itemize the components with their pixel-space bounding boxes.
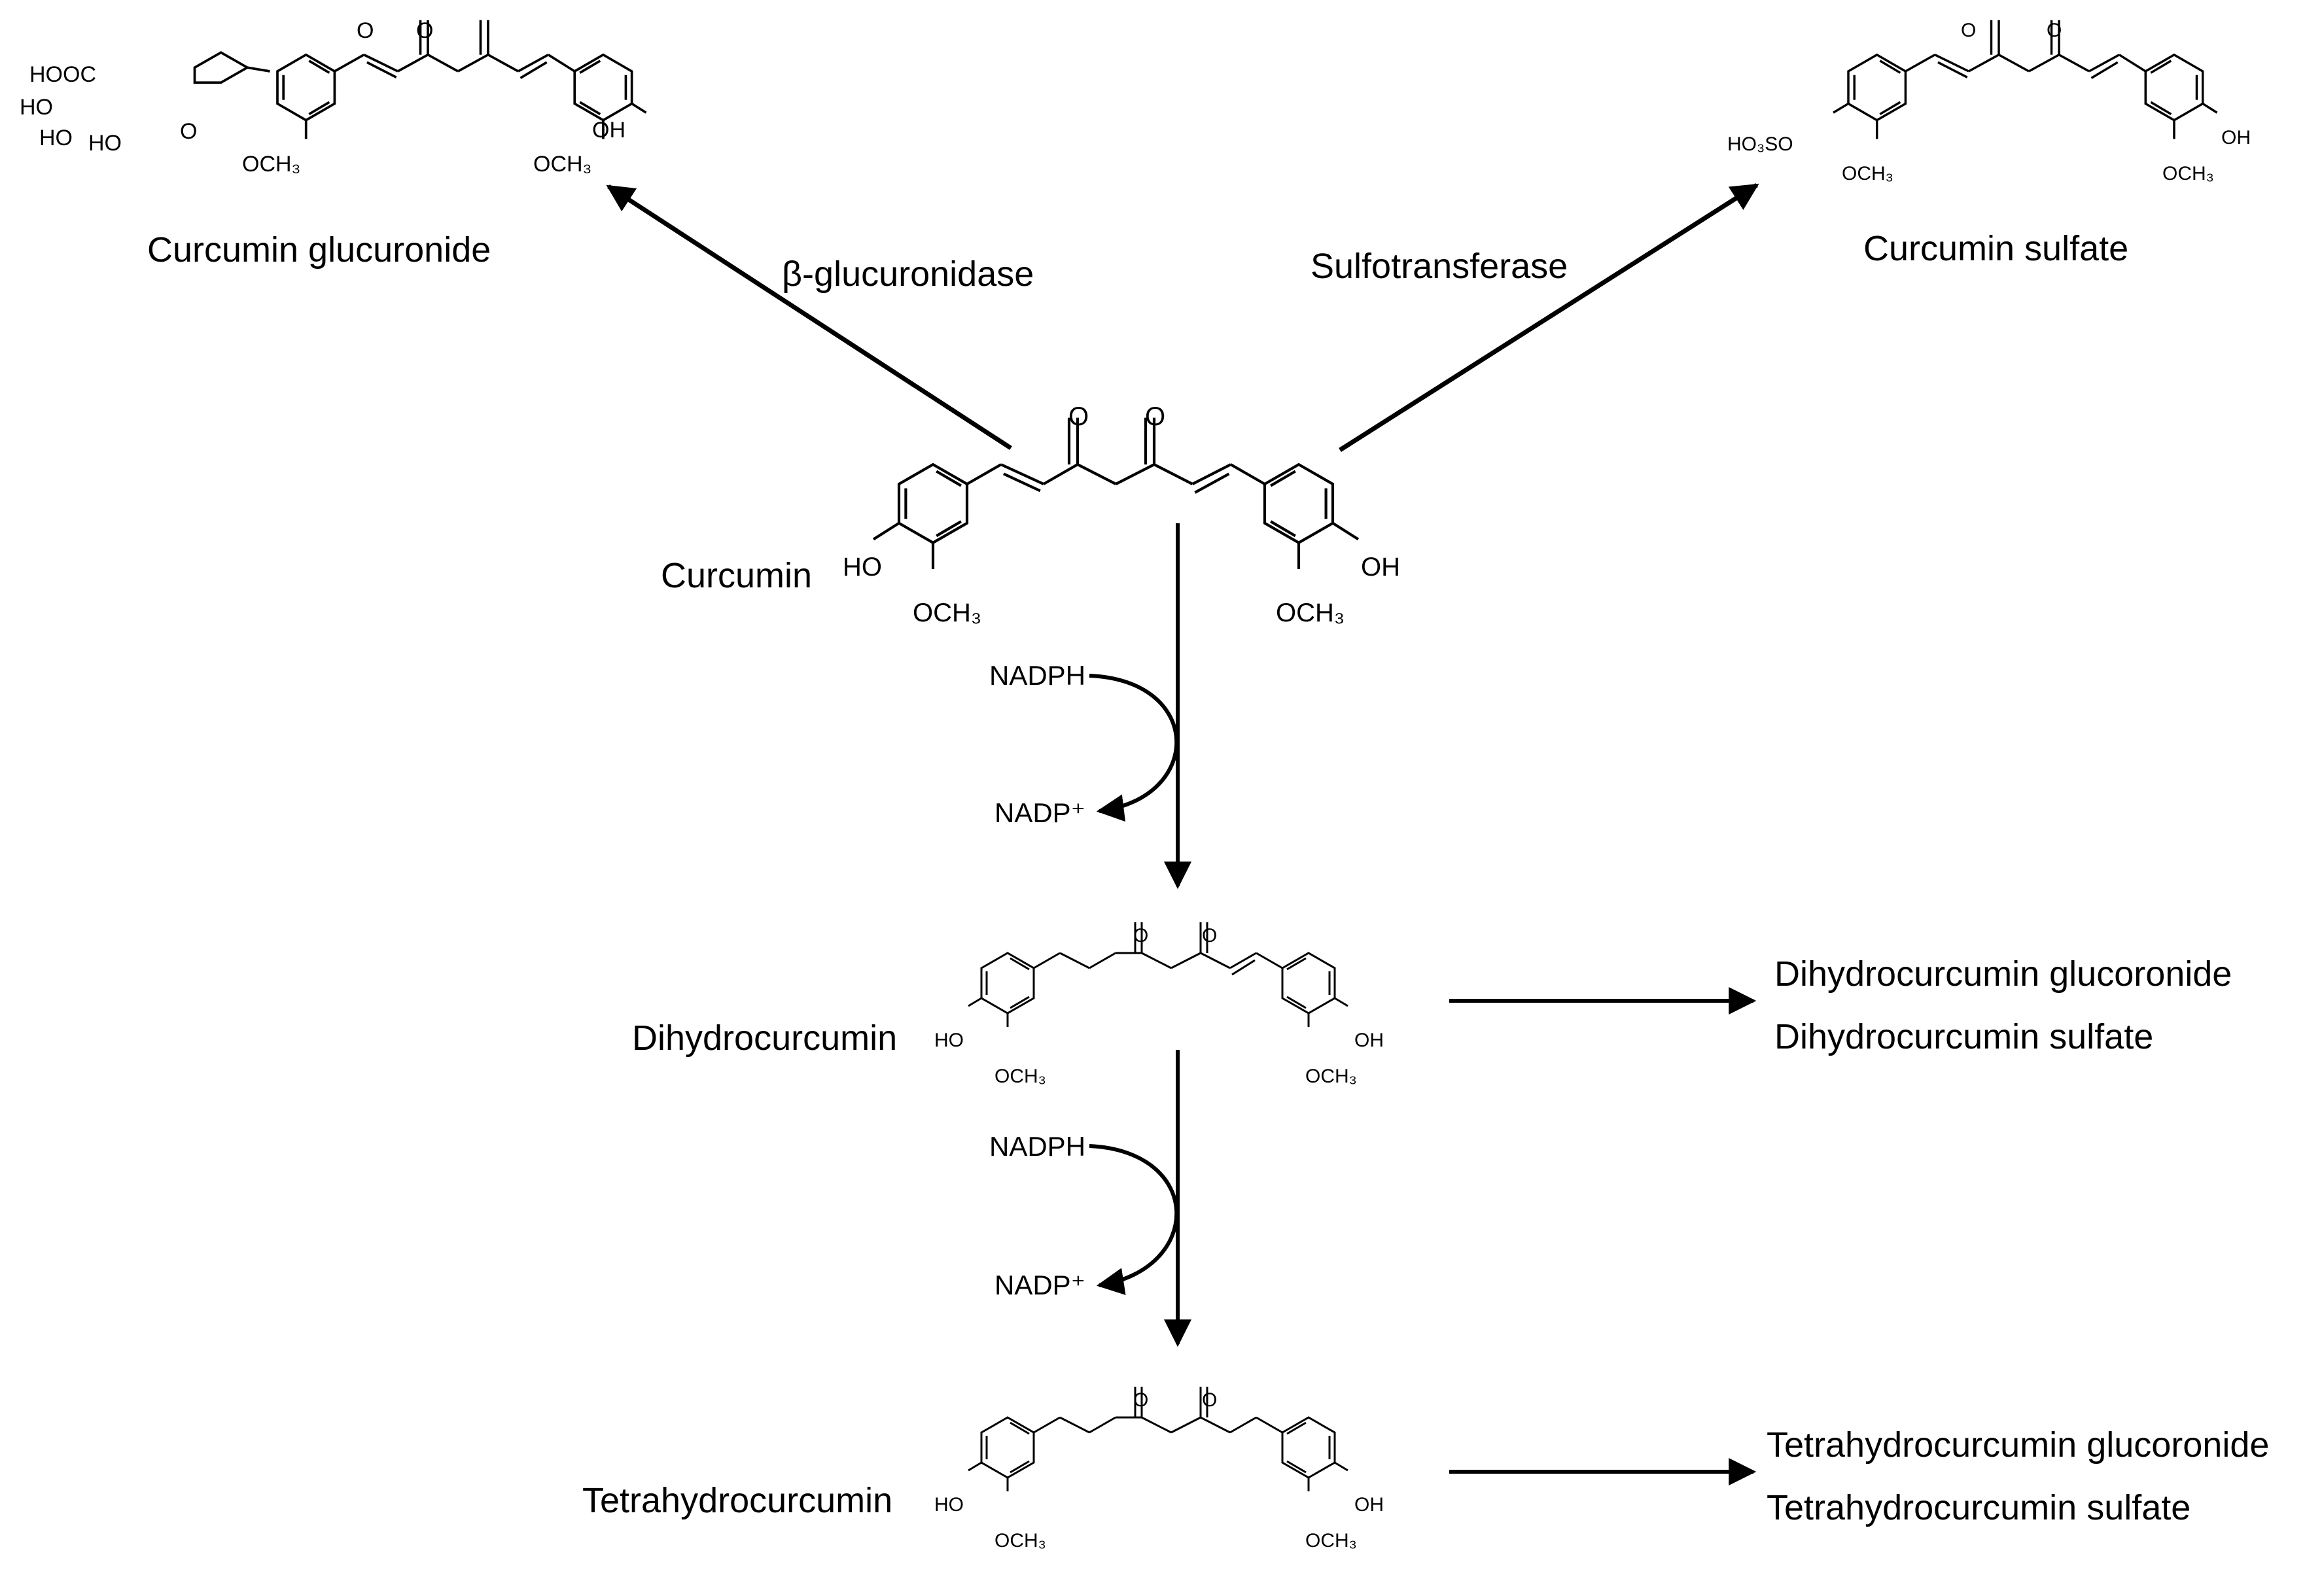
- svg-text:OCH₃: OCH₃: [242, 152, 300, 177]
- svg-text:O: O: [357, 18, 374, 43]
- svg-text:O: O: [2047, 20, 2062, 41]
- svg-text:OCH₃: OCH₃: [1842, 163, 1893, 184]
- svg-text:HO: HO: [20, 95, 53, 120]
- svg-text:OCH₃: OCH₃: [995, 1066, 1046, 1087]
- arrow-to-glucuronide: [606, 184, 1012, 450]
- svg-text:OH: OH: [1354, 1494, 1384, 1516]
- arrow-to-sulfate: [1339, 183, 1759, 452]
- label-glucuronidase: β-glucuronidase: [782, 254, 1034, 294]
- label-tetrahydro-sulfate: Tetrahydrocurcumin sulfate: [1767, 1488, 2191, 1527]
- svg-text:O: O: [1202, 1389, 1217, 1411]
- dihydrocurcumin-structure: [968, 922, 1348, 1027]
- svg-text:HO₃SO: HO₃SO: [1727, 133, 1793, 155]
- svg-text:O: O: [1133, 1389, 1148, 1411]
- svg-text:O: O: [1068, 402, 1089, 431]
- svg-text:OCH₃: OCH₃: [1276, 599, 1345, 627]
- svg-text:OCH₃: OCH₃: [913, 599, 981, 627]
- svg-text:OH: OH: [592, 118, 625, 143]
- label-nadph-2: NADPH: [989, 1131, 1086, 1162]
- svg-text:O: O: [1133, 925, 1148, 946]
- curcumin-structure: [872, 417, 1360, 569]
- curcumin-atom-labels: O O HO OCH₃ OH OCH₃: [843, 402, 1400, 627]
- svg-text:OH: OH: [1361, 553, 1400, 581]
- label-nadp-2: NADP⁺: [995, 1270, 1085, 1300]
- tetrahydrocurcumin-structure: [968, 1387, 1348, 1491]
- tetrahydrocurcumin-atom-labels: O O HO OCH₃ OH OCH₃: [934, 1389, 1384, 1552]
- cofactor-curve-2: [1089, 1144, 1179, 1295]
- svg-text:OCH₃: OCH₃: [995, 1530, 1046, 1552]
- label-curcumin-glucuronide: Curcumin glucuronide: [147, 230, 491, 269]
- svg-text:O: O: [416, 18, 433, 43]
- svg-text:HO: HO: [88, 131, 122, 156]
- svg-text:O: O: [1961, 20, 1976, 41]
- label-nadph-1: NADPH: [989, 660, 1086, 691]
- svg-text:HOOC: HOOC: [29, 62, 96, 87]
- svg-text:O: O: [1145, 402, 1165, 431]
- label-tetrahydro-glucoronide: Tetrahydrocurcumin glucoronide: [1767, 1425, 2270, 1465]
- dihydrocurcumin-atom-labels: O O HO OCH₃ OH OCH₃: [934, 925, 1384, 1087]
- svg-text:HO: HO: [934, 1030, 964, 1051]
- sulfate-structure: [1833, 20, 2218, 139]
- label-curcumin: Curcumin: [661, 556, 813, 595]
- label-dihydrocurcumin: Dihydrocurcumin: [632, 1018, 898, 1058]
- label-tetrahydrocurcumin: Tetrahydrocurcumin: [582, 1481, 893, 1520]
- label-sulfotransferase: Sulfotransferase: [1311, 247, 1568, 286]
- svg-text:OH: OH: [2221, 127, 2251, 148]
- svg-text:OH: OH: [1354, 1030, 1384, 1051]
- label-nadp-1: NADP⁺: [995, 797, 1085, 828]
- svg-text:OCH₃: OCH₃: [533, 152, 591, 177]
- svg-text:HO: HO: [39, 126, 73, 150]
- label-curcumin-sulfate: Curcumin sulfate: [1863, 229, 2129, 268]
- svg-text:OCH₃: OCH₃: [1305, 1530, 1357, 1552]
- svg-text:O: O: [180, 119, 197, 144]
- glucuronide-structure: [193, 20, 647, 139]
- label-dihydro-glucoronide: Dihydrocurcumin glucoronide: [1774, 954, 2232, 994]
- cofactor-curve-1: [1089, 674, 1179, 822]
- glucuronide-atom-labels: HOOC HO HO HO O O O OCH₃ OCH₃ OH: [20, 18, 625, 177]
- svg-text:OCH₃: OCH₃: [1305, 1066, 1357, 1087]
- svg-text:OCH₃: OCH₃: [2162, 163, 2214, 184]
- svg-text:HO: HO: [843, 553, 882, 581]
- svg-text:HO: HO: [934, 1494, 964, 1516]
- label-dihydro-sulfate: Dihydrocurcumin sulfate: [1774, 1017, 2154, 1056]
- sulfate-atom-labels: HO₃SO O O OCH₃ OCH₃ OH: [1727, 20, 2251, 184]
- svg-text:O: O: [1202, 925, 1217, 946]
